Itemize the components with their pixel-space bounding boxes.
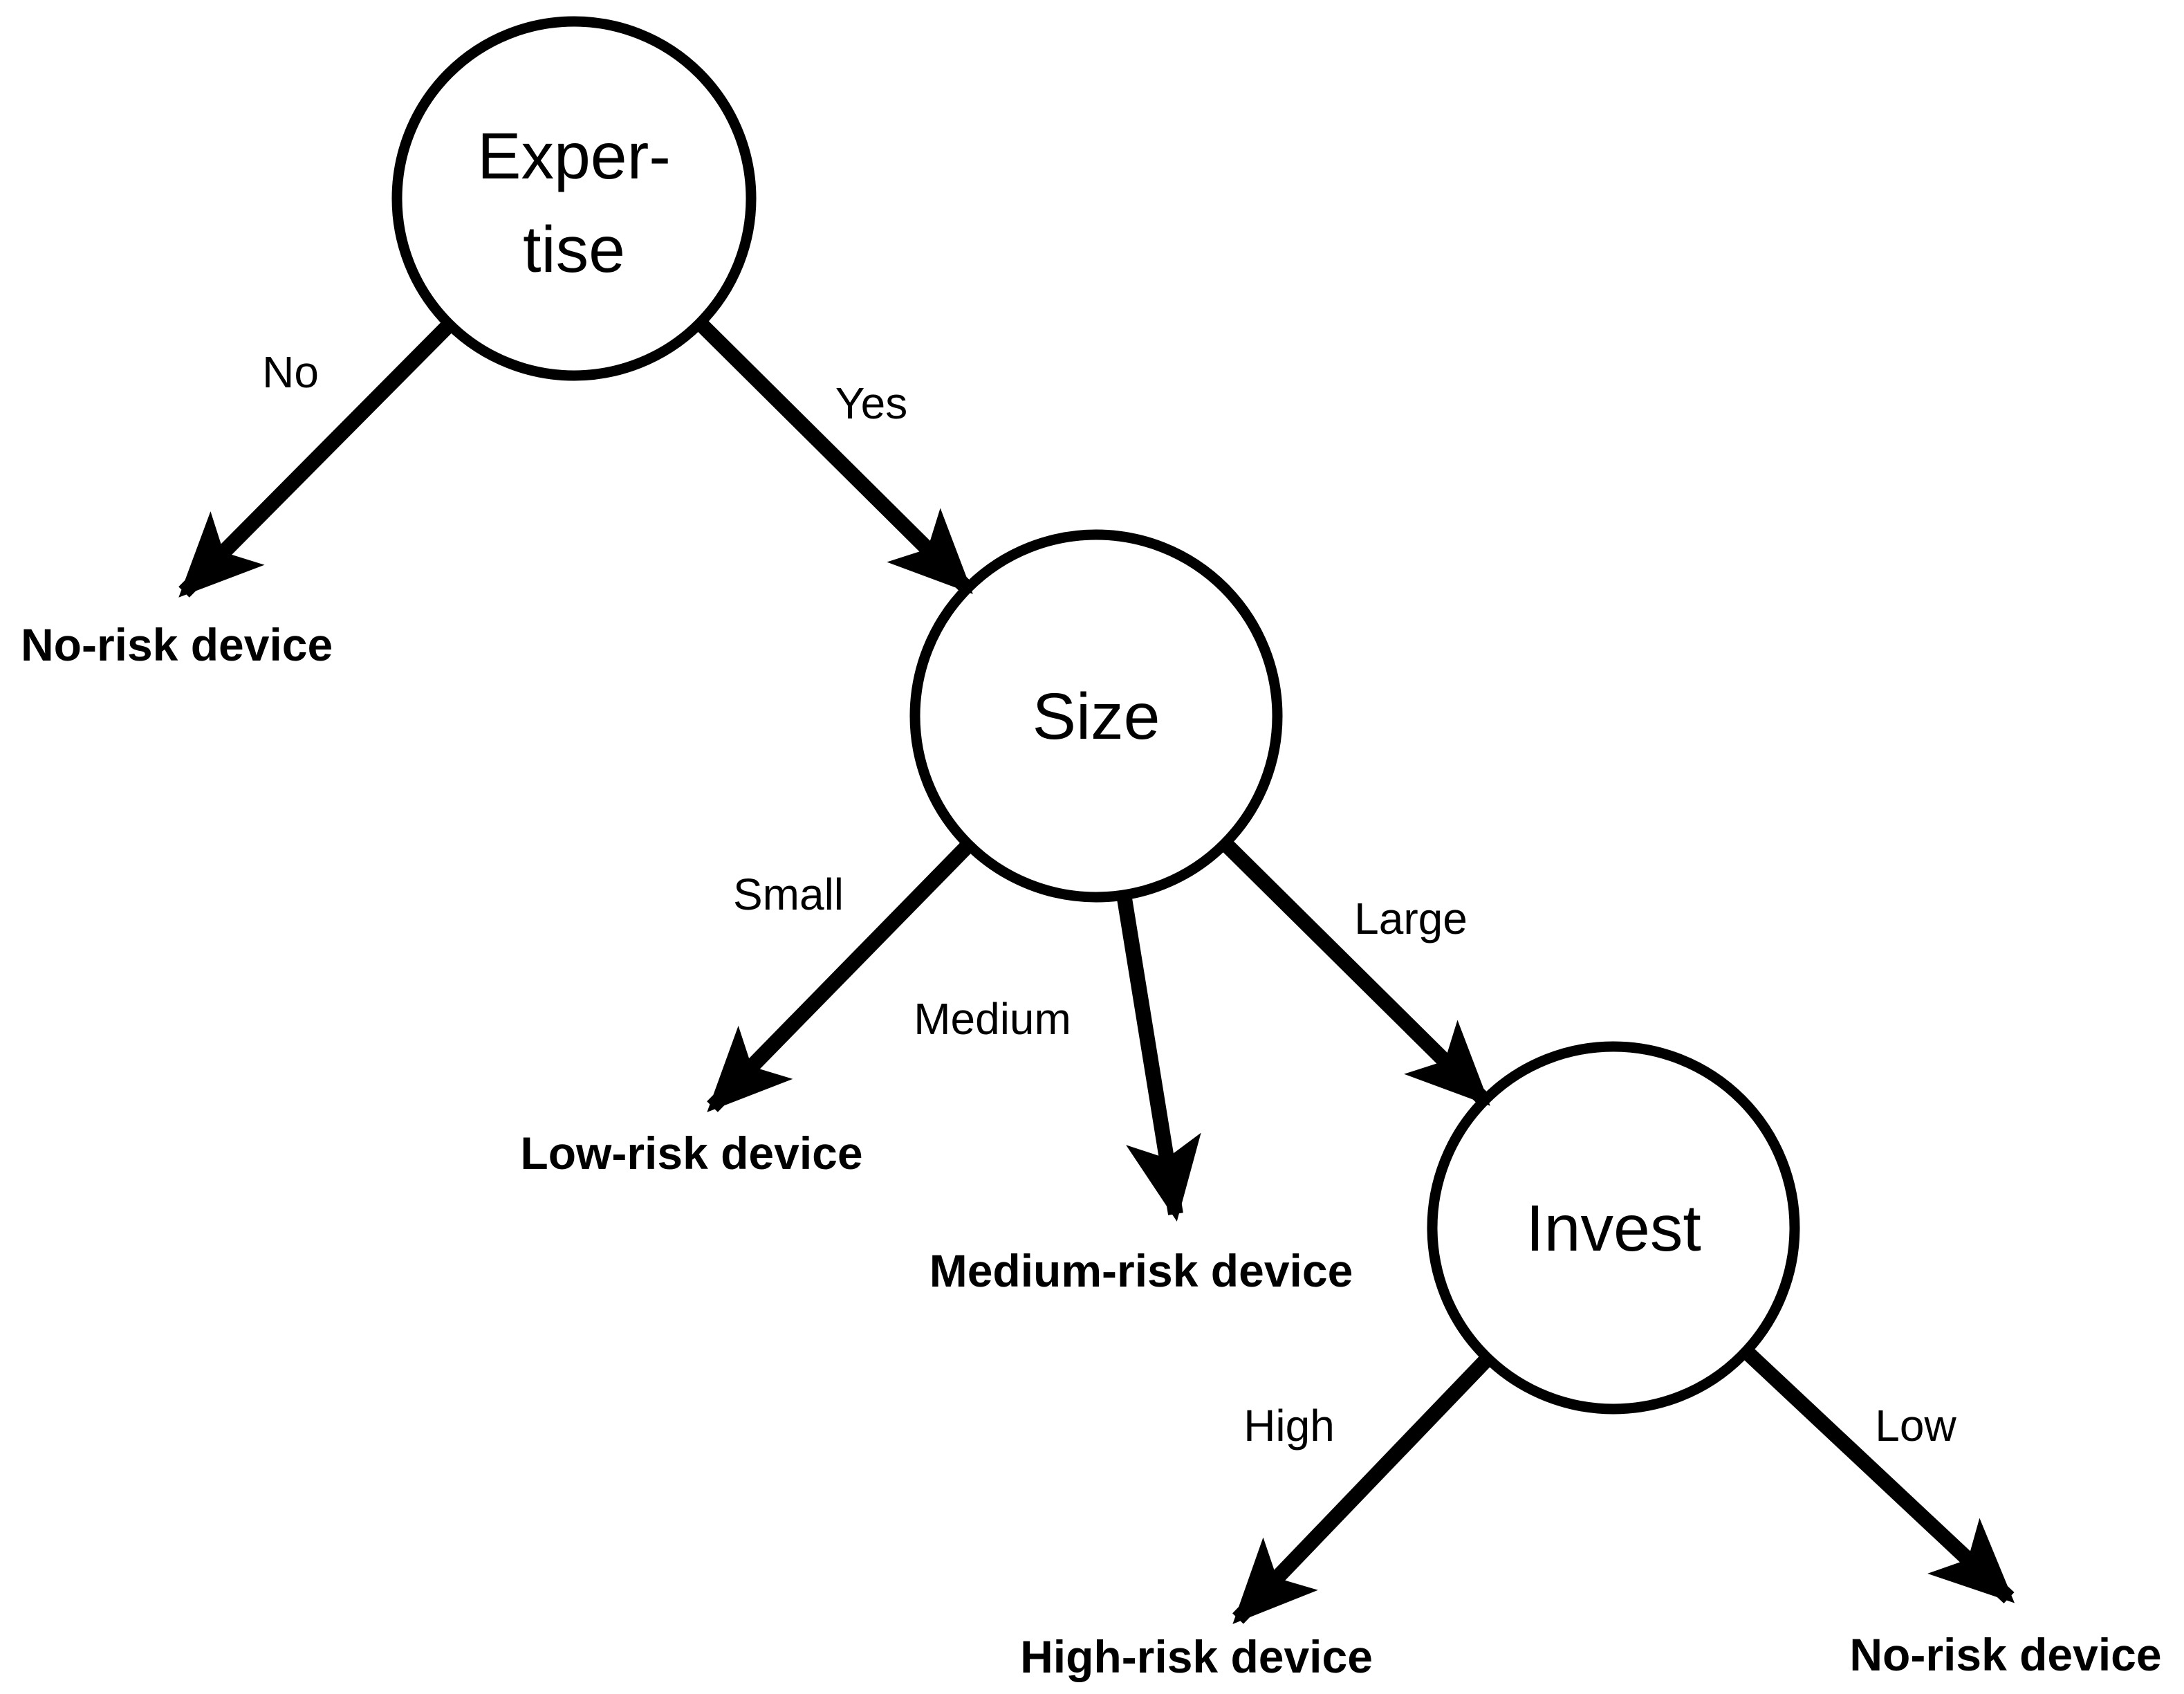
edge-large-arrow bbox=[1219, 838, 1490, 1106]
edge-high-arrow bbox=[1232, 1353, 1493, 1624]
edge-high-label: High bbox=[1243, 1401, 1335, 1451]
edge-small-label: Small bbox=[733, 869, 844, 919]
edge-no-label: No bbox=[262, 347, 319, 397]
leaf-no-risk-device-left: No-risk device bbox=[21, 619, 333, 670]
edge-yes-arrow bbox=[694, 317, 973, 594]
edge-small-arrow bbox=[707, 840, 974, 1112]
node-invest-circle bbox=[1427, 1041, 1800, 1415]
edge-no-arrow bbox=[178, 319, 455, 598]
edge-yes-label: Yes bbox=[835, 378, 907, 428]
edge-medium-label: Medium bbox=[914, 994, 1071, 1044]
node-expertise-label-line2: tise bbox=[523, 213, 625, 286]
leaf-no-risk-device-right: No-risk device bbox=[1849, 1629, 2161, 1680]
edge-low-arrow bbox=[1739, 1344, 2015, 1604]
edge-low-label: Low bbox=[1875, 1401, 1956, 1451]
node-size-label: Size bbox=[1033, 680, 1160, 753]
node-expertise-circle bbox=[391, 16, 757, 381]
edge-large-label: Large bbox=[1354, 894, 1468, 943]
node-expertise-label-line1: Exper- bbox=[477, 120, 671, 193]
node-invest-label: Invest bbox=[1526, 1192, 1701, 1265]
leaf-medium-risk-device: Medium-risk device bbox=[929, 1245, 1353, 1296]
leaf-high-risk-device: High-risk device bbox=[1020, 1631, 1373, 1682]
node-size-circle bbox=[909, 529, 1283, 903]
edge-medium-arrow bbox=[1116, 893, 1201, 1222]
leaf-low-risk-device: Low-risk device bbox=[520, 1127, 862, 1179]
